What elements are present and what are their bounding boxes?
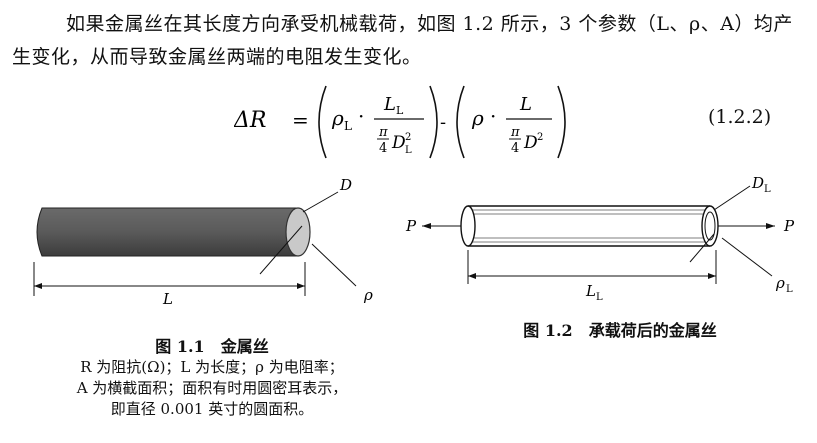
label-p-right: P [783, 217, 795, 235]
figure-1-2-caption-title: 图 1.2 承载荷后的金属丝 [523, 321, 717, 340]
dim-arrow-left [34, 283, 42, 289]
label-l: L [162, 290, 173, 308]
label-rho: ρ [363, 286, 373, 304]
figure-1-2-loaded-wire-diagram: P P D L ρ L L L [405, 176, 795, 303]
eq-equals: = [292, 108, 309, 132]
eq-L2: L [519, 94, 532, 115]
eq-pi2: π [510, 125, 520, 140]
figure-1-1-caption-line: R 为阻抗(Ω)；L 为长度；ρ 为电阻率； [80, 358, 344, 376]
label-rhol-sub: L [786, 284, 793, 295]
rhol-leader-outer [721, 237, 773, 277]
tube-shading [472, 209, 706, 243]
rho-leader-outer [311, 243, 357, 287]
rho-leader-inner [259, 225, 303, 275]
left-paren-2 [456, 85, 465, 159]
label-dl: D [751, 176, 764, 192]
p-left-arrow-head [422, 223, 431, 229]
figure-1-1-caption-line: 即直径 0.001 英寸的圆面积。 [110, 400, 314, 418]
figure-1-1-caption-line: A 为横截面积；面积有时用圆密耳表示， [76, 379, 348, 397]
figure-1-2-caption: 图 1.2 承载荷后的金属丝 [470, 320, 770, 341]
label-rhol: ρ [775, 274, 785, 292]
wire-rod [36, 207, 299, 257]
eq-rho2: ρ [471, 106, 484, 130]
equation-number: (1.2.2) [708, 106, 772, 128]
tube-right-inner [704, 211, 716, 241]
p-right-arrow-head [766, 223, 775, 229]
right-paren-2 [557, 85, 566, 159]
eq-L1-sub: L [396, 104, 404, 117]
eq-D2-sup: 2 [537, 132, 543, 143]
label-ll-sub: L [596, 292, 603, 303]
eq-L1: L [383, 94, 396, 115]
equation-row: ΔR = ρ L · L L π 4 D 2 L - ρ · L π 4 D 2… [0, 82, 817, 162]
label-d: D [339, 178, 352, 194]
body-paragraph: 如果金属丝在其长度方向承受机械载荷，如图 1.2 所示，3 个参数（L、ρ、A）… [12, 13, 793, 68]
eq-four2: 4 [511, 141, 519, 156]
eq-dot2: · [490, 104, 496, 128]
dim-arrow-right [297, 283, 305, 289]
eq-rho1: ρ [331, 106, 344, 130]
d-leader-line [302, 191, 339, 213]
equation: ΔR = ρ L · L L π 4 D 2 L - ρ · L π 4 D 2 [234, 85, 566, 159]
eq-lhs: ΔR [234, 108, 266, 133]
left-paren [318, 85, 327, 159]
eq-D2: D [523, 133, 538, 153]
eq-D1: D [391, 133, 406, 153]
label-dl-sub: L [764, 184, 771, 195]
eq-rho1-sub: L [344, 119, 352, 133]
eq-D1-sup: 2 [405, 132, 411, 143]
eq-pi1: π [378, 125, 388, 140]
figure-1-1-caption: 图 1.1 金属丝 R 为阻抗(Ω)；L 为长度；ρ 为电阻率； A 为横截面积… [42, 336, 382, 420]
dim2-arrow-left [468, 273, 476, 279]
rhol-leader-inner [689, 233, 715, 263]
eq-dot1: · [358, 104, 364, 128]
dl-leader-line [713, 185, 751, 211]
right-paren [429, 85, 438, 159]
wire-end-face [285, 207, 311, 257]
figure-1-1-wire-diagram: D ρ L [33, 178, 373, 308]
eq-D1-sub: L [405, 145, 412, 156]
label-p-left: P [405, 217, 417, 235]
eq-four1: 4 [379, 141, 387, 156]
figure-1-1-caption-title: 图 1.1 金属丝 [155, 337, 269, 356]
tube-left-end [460, 205, 476, 247]
eq-minus: - [440, 112, 446, 133]
dim2-arrow-right [708, 273, 716, 279]
label-ll: L [585, 282, 596, 300]
